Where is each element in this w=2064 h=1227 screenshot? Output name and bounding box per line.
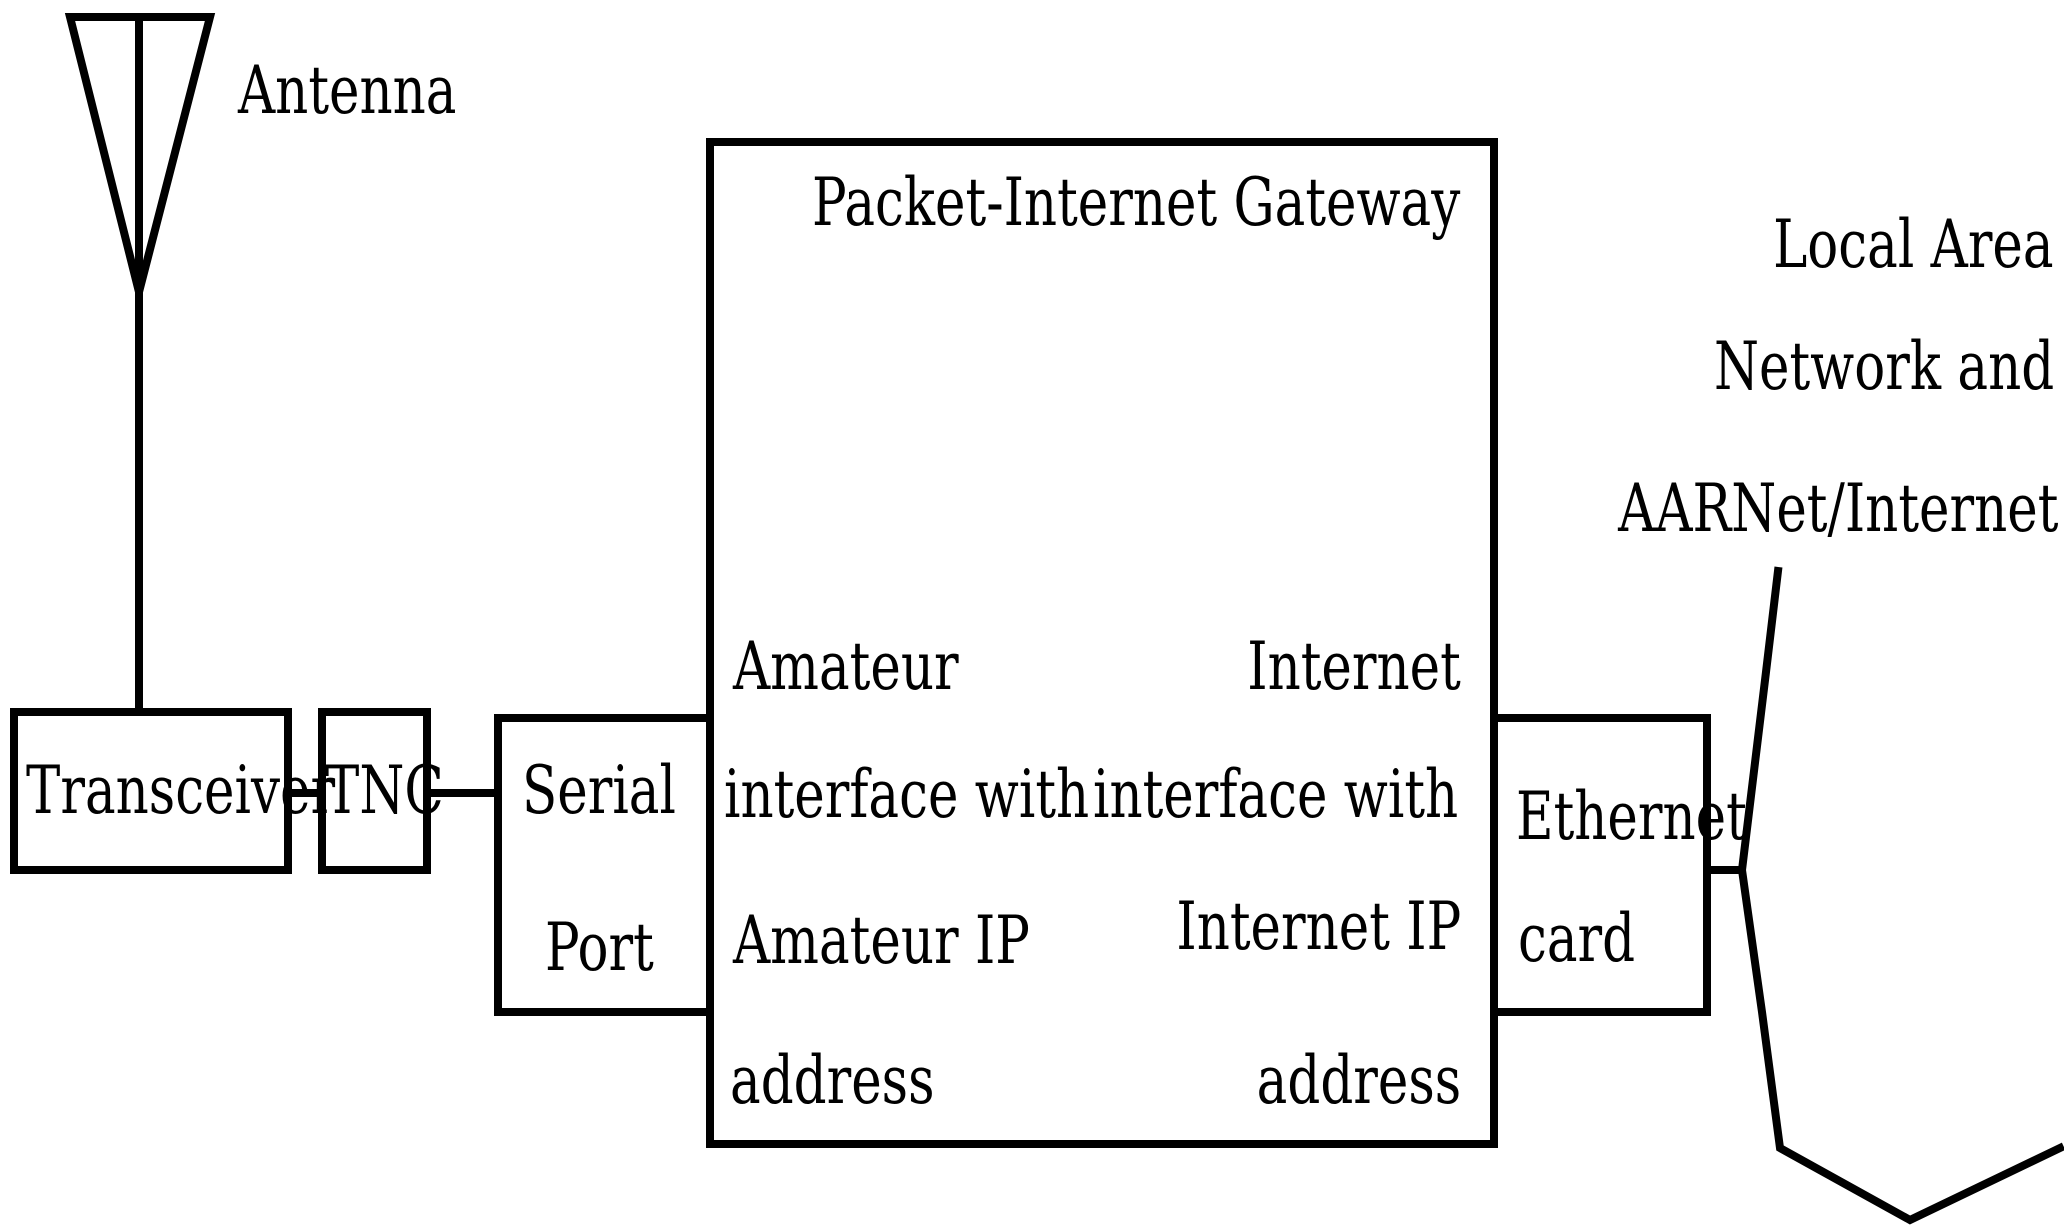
lan-label-line-3: AARNet/Internet [1617, 470, 2058, 547]
internet-interface-line-1: Internet [1247, 628, 1461, 705]
tnc-label: TNC [325, 752, 444, 829]
gateway-box [706, 138, 1498, 1148]
lan-bracket-line [1737, 566, 2064, 1225]
internet-interface-line-4: address [1256, 1042, 1461, 1119]
lan-label-line-1: Local Area [1773, 206, 2054, 283]
internet-interface-line-3: Internet IP [1176, 888, 1461, 965]
amateur-interface-line-3: Amateur IP [733, 902, 1030, 979]
lan-label-line-2: Network and [1713, 328, 2054, 405]
serial-port-label-line-1: Serial [522, 752, 676, 829]
internet-interface-line-2: interface with [1092, 756, 1458, 833]
amateur-interface-line-2: interface with [724, 756, 1090, 833]
ethernet-card-box [1492, 714, 1711, 1016]
ethernet-card-label-line-1: Ethernet [1516, 778, 1747, 855]
serial-port-box [494, 714, 712, 1016]
serial-port-label-line-2: Port [545, 909, 654, 986]
antenna-label: Antenna [238, 52, 457, 129]
transceiver-label: Transceiver [26, 752, 336, 829]
gateway-title: Packet-Internet Gateway [812, 164, 1461, 241]
ethernet-card-label-line-2: card [1518, 900, 1636, 977]
antenna-icon [64, 13, 216, 716]
amateur-interface-line-1: Amateur [733, 628, 959, 705]
amateur-interface-line-4: address [730, 1042, 935, 1119]
